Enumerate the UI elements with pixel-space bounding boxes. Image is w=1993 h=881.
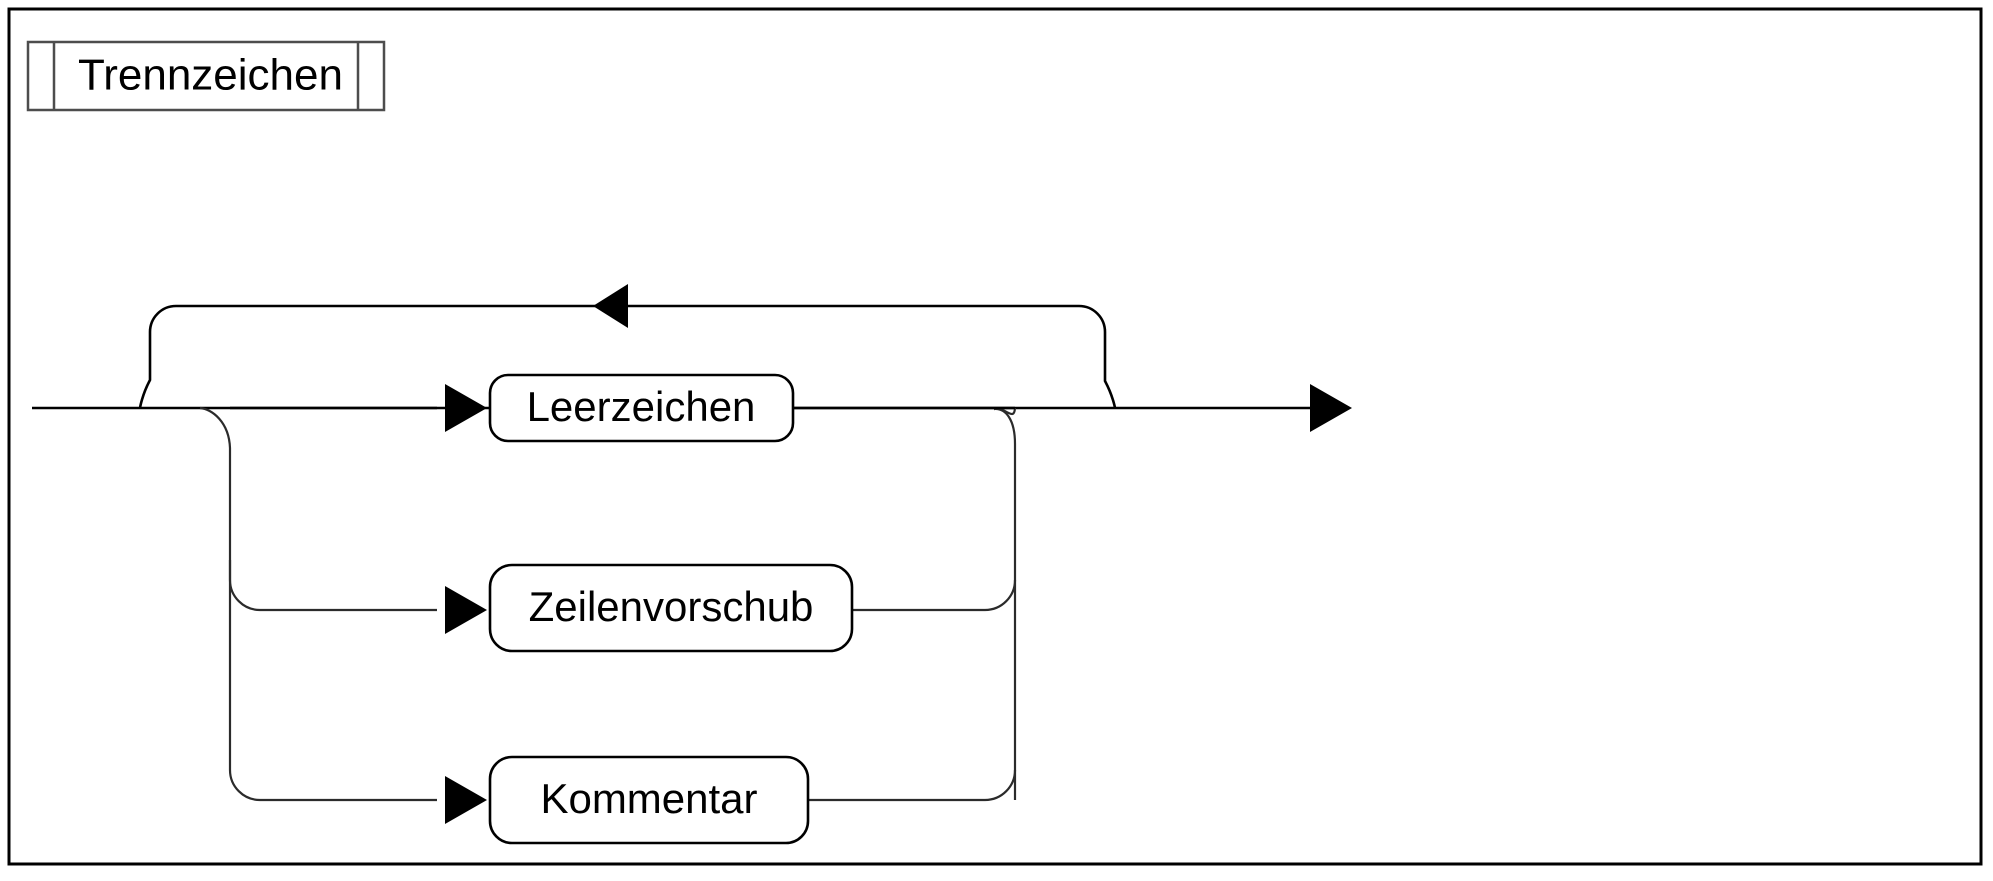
branch-to-zeilenvorschub [199,406,437,612]
leerzeichen-label: Leerzeichen [527,383,756,430]
merge-from-zeilenvorschub [852,579,1017,612]
merge-from-kommentar [808,769,1017,802]
merge-vertical-line [993,407,1017,800]
title-box-outline [26,40,386,112]
kommentar-arrow-icon [445,776,487,824]
branch-to-kommentar [228,560,437,802]
title-box: Trennzeichen [26,40,386,112]
exit-right-arrow-icon [1310,384,1352,432]
alternative-kommentar[interactable]: Kommentar [445,755,810,845]
zeilenvorschub-arrow-icon [445,586,487,634]
repeat-loop-track [138,284,1117,409]
leerzeichen-arrow-icon [445,384,487,432]
diagram-frame [7,7,1983,866]
zeilenvorschub-label: Zeilenvorschub [529,583,814,630]
kommentar-box[interactable] [488,755,810,845]
loop-left-arrow-icon [593,284,628,328]
kommentar-label: Kommentar [540,775,757,822]
alternative-zeilenvorschub[interactable]: Zeilenvorschub [445,563,854,653]
left-branch-spine [199,406,437,802]
diagram-title: Trennzeichen [78,51,343,100]
zeilenvorschub-box[interactable] [488,563,854,653]
alternative-leerzeichen[interactable]: Leerzeichen [230,373,1015,443]
